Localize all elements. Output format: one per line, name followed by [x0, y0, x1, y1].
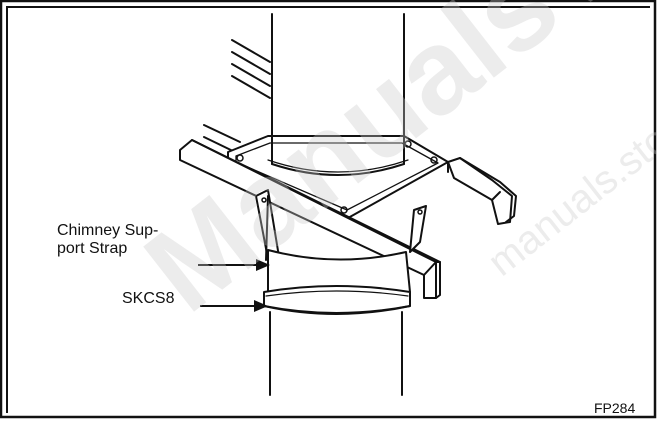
skcs8-collar: [263, 285, 411, 315]
top-rule: [6, 6, 650, 8]
chimney-pipe-lower: [269, 311, 403, 396]
skcs-arrow-head: [254, 300, 268, 312]
back-rafter: [203, 124, 241, 153]
front-rafter: [179, 139, 441, 299]
background-joists: [231, 39, 271, 99]
strap-label-line2: port Strap: [57, 240, 128, 257]
strap-label-line1: Chimney Sup-: [57, 222, 159, 239]
chimney-support-strap-label: Chimney Sup- port Strap: [57, 222, 158, 258]
left-rule: [6, 8, 8, 413]
strap-arrow-head: [256, 259, 270, 271]
skcs8-label: SKCS8: [122, 290, 175, 307]
chimney-pipe-upper: [267, 13, 409, 176]
right-rafter: [447, 157, 517, 225]
leader-arrows: [198, 259, 270, 312]
figure-id-label: FP284: [594, 400, 636, 416]
plate-screws: [236, 140, 438, 215]
